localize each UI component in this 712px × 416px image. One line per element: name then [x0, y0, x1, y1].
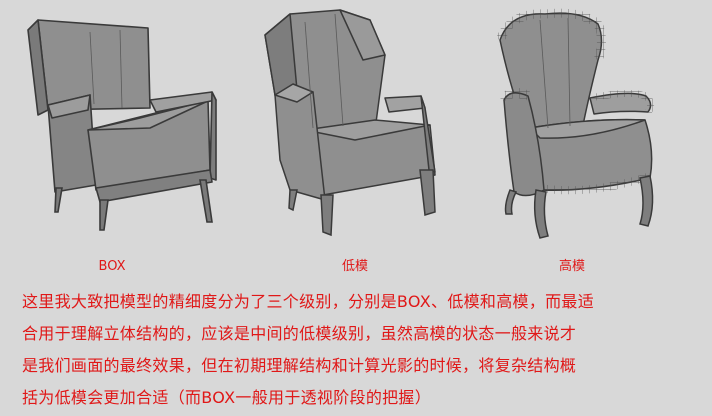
- description-line: 合用于理解立体结构的，应该是中间的低模级别，虽然高模的状态一般来说才: [22, 324, 577, 343]
- description-line: 是我们画面的最终效果，但在初期理解结构和计算光影的时候，将复杂结构概: [22, 356, 577, 375]
- high-poly-label: 高模: [558, 259, 585, 274]
- box-label: BOX: [98, 259, 126, 274]
- low-poly-chair-model: [264, 9, 436, 237]
- box-chair-model: [27, 19, 217, 231]
- high-poly-chair-model: [495, 8, 655, 239]
- description-line: 括为低模会更加合适（而BOX一般用于透视阶段的把握）: [22, 388, 432, 407]
- description-paragraph: 这里我大致把模型的精细度分为了三个级别，分别是BOX、低模和高模，而最适 合用于…: [22, 286, 706, 414]
- low-poly-label: 低模: [341, 259, 368, 274]
- description-line: 这里我大致把模型的精细度分为了三个级别，分别是BOX、低模和高模，而最适: [22, 292, 595, 311]
